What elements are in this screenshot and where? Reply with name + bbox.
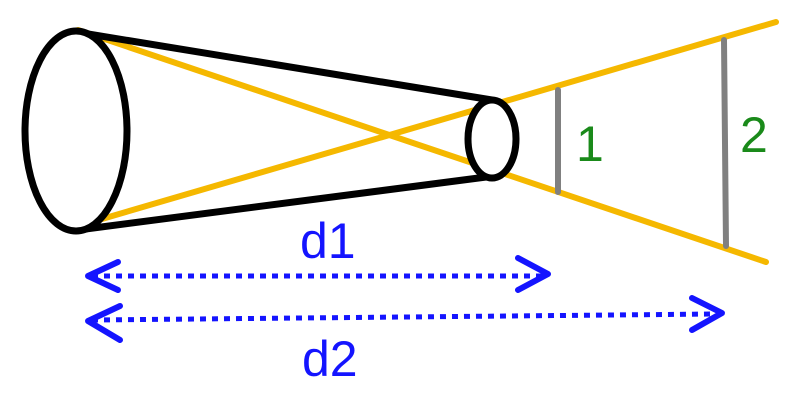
cone-large-aperture bbox=[21, 27, 131, 235]
distance-1-label: d1 bbox=[300, 213, 356, 269]
ray-upper bbox=[75, 27, 769, 265]
plane-1-label: 1 bbox=[576, 116, 604, 172]
cone-bottom-edge bbox=[74, 172, 498, 234]
distance-2-arrowhead-right bbox=[689, 295, 725, 333]
ray-lower bbox=[75, 19, 779, 229]
distance-2-arrowhead-left bbox=[85, 303, 123, 343]
plane-2-label: 2 bbox=[740, 107, 768, 163]
cone-small-aperture bbox=[464, 96, 520, 182]
distance-1-arrowhead-left bbox=[85, 259, 121, 293]
distance-2-label: d2 bbox=[302, 331, 358, 387]
distance-2-arrow-shaft bbox=[91, 311, 717, 323]
plane-2-line bbox=[721, 37, 729, 249]
distance-1-arrowhead-right bbox=[515, 255, 551, 293]
cone-top-edge bbox=[72, 28, 496, 104]
